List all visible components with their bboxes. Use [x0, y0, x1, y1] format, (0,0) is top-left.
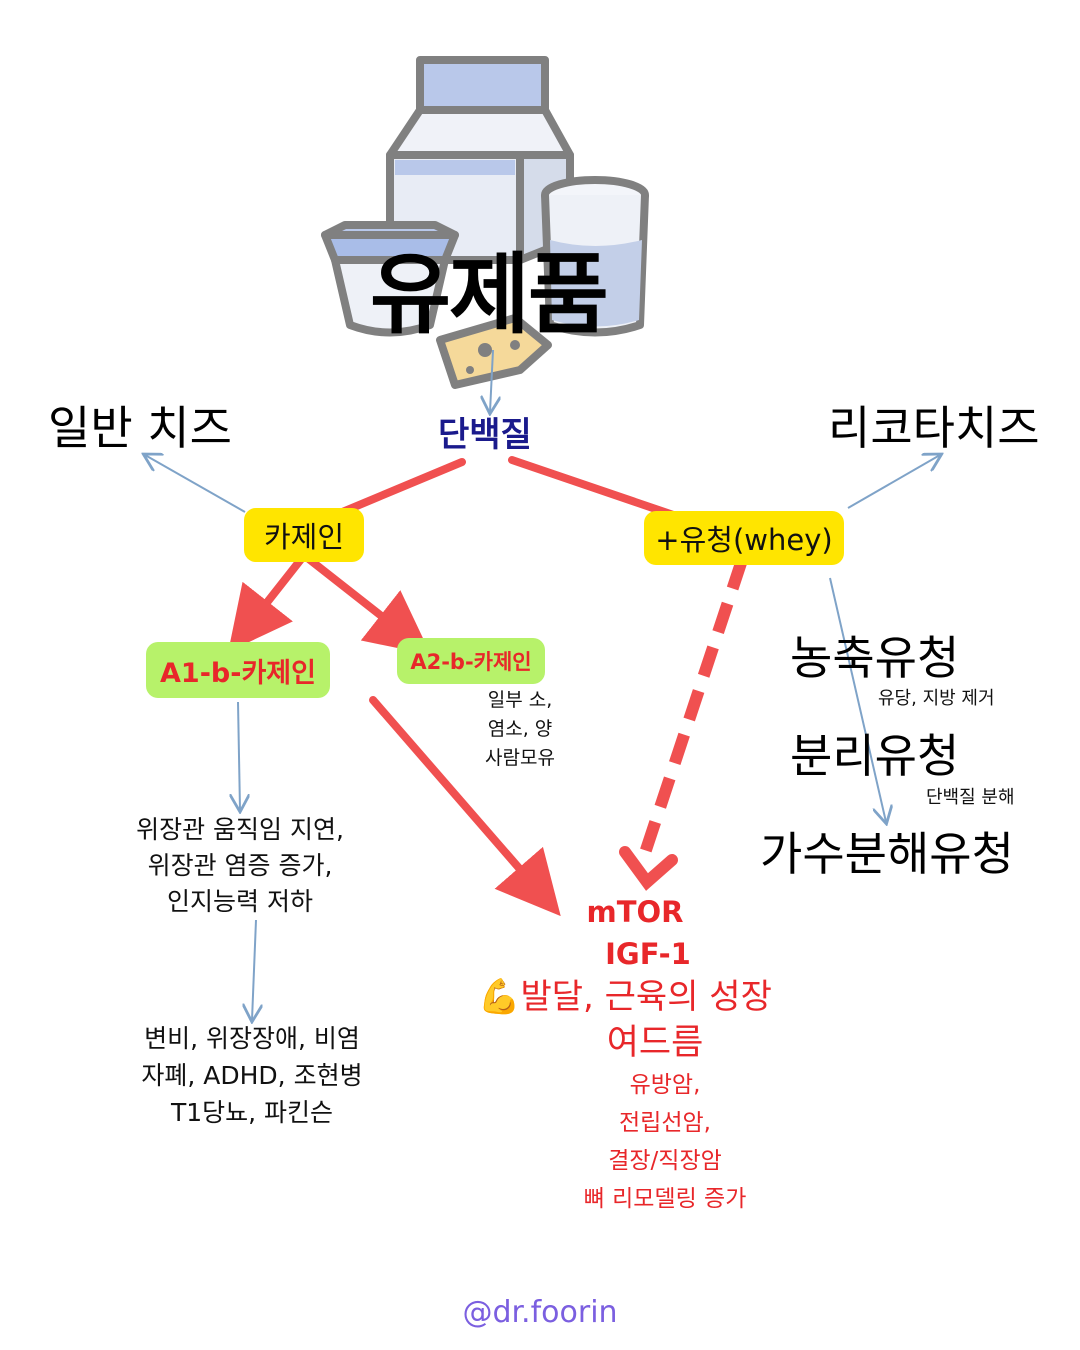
whey-concentrate-note: 유당, 지방 제거	[878, 688, 995, 709]
arrow-whey-to-mtor	[636, 558, 748, 864]
dairy-illustration	[321, 56, 649, 389]
protein-label: 단백질	[438, 415, 532, 455]
whey-concentrate-label: 농축유청	[790, 631, 960, 685]
growth-label: 💪발달, 근육의 성장	[478, 977, 772, 1017]
a1-disease-line: T1당뇨, 파킨슨	[170, 1098, 334, 1127]
a1-disease-line: 자폐, ADHD, 조현병	[141, 1061, 363, 1090]
milk-glass-icon	[541, 176, 649, 337]
whey-label: +유청(whey)	[644, 511, 844, 565]
line-protein-to-whey	[508, 456, 692, 524]
cancer-item: 전립선암,	[619, 1110, 711, 1136]
arrow-title-to-protein	[490, 349, 493, 412]
arrow-whey-to-ricotta	[847, 455, 940, 509]
mtor-label: mTOR	[586, 895, 684, 929]
a2-note-line: 사람모유	[485, 747, 555, 769]
arrow-whey-to-hydrolyzed	[829, 577, 886, 822]
acne-label: 여드름	[606, 1023, 704, 1063]
a2-casein-label: A2-b-카제인	[397, 638, 545, 684]
a1-casein-label: A1-b-카제인	[146, 642, 330, 698]
arrow-casein-to-general-cheese	[145, 455, 246, 513]
arrow-whey-to-mtor-head	[619, 846, 678, 891]
a2-source-note: 일부 소, 염소, 양 사람모유	[465, 686, 575, 773]
arrow-casein-to-a1	[228, 554, 306, 652]
cancer-item: 결장/직장암	[608, 1148, 722, 1174]
blue-connectors	[145, 349, 940, 1020]
cancer-item: 유방암,	[629, 1072, 701, 1098]
arrow-effects-to-diseases	[252, 919, 256, 1020]
a1-effect-line: 인지능력 저하	[167, 887, 313, 916]
a2-note-line: 염소, 양	[487, 718, 553, 740]
yogurt-cup-icon	[321, 221, 459, 337]
whey-isolate-label: 분리유청	[790, 729, 960, 783]
a1-diseases-text: 변비, 위장장애, 비염 자폐, ADHD, 조현병 T1당뇨, 파킨슨	[110, 1020, 394, 1131]
author-credit: @dr.foorin	[462, 1295, 618, 1330]
cheese-icon	[436, 314, 552, 389]
page-title: 유제품	[370, 243, 609, 346]
whey-isolate-note: 단백질 분해	[926, 787, 1015, 808]
general-cheese-label: 일반 치즈	[48, 401, 232, 455]
whey-hydrolyzed-label: 가수분해유청	[760, 827, 1014, 881]
ricotta-cheese-label: 리코타치즈	[828, 401, 1040, 455]
cancer-list: 유방암, 전립선암, 결장/직장암 뼈 리모델링 증가	[555, 1066, 775, 1218]
a1-effects-text: 위장관 움직임 지연, 위장관 염증 증가, 인지능력 저하	[110, 812, 370, 920]
red-connectors	[228, 456, 748, 917]
arrow-casein-to-a2	[301, 552, 431, 655]
arrow-a1-to-effects	[238, 701, 240, 810]
a1-effect-line: 위장관 움직임 지연,	[136, 815, 344, 844]
a1-effect-line: 위장관 염증 증가,	[147, 851, 333, 880]
a1-disease-line: 변비, 위장장애, 비염	[144, 1024, 360, 1053]
cancer-item: 뼈 리모델링 증가	[583, 1186, 747, 1212]
a2-note-line: 일부 소,	[487, 689, 553, 711]
igf-label: IGF-1	[605, 937, 691, 971]
casein-label: 카제인	[244, 508, 364, 562]
arrow-a1-to-mtor	[369, 696, 561, 917]
